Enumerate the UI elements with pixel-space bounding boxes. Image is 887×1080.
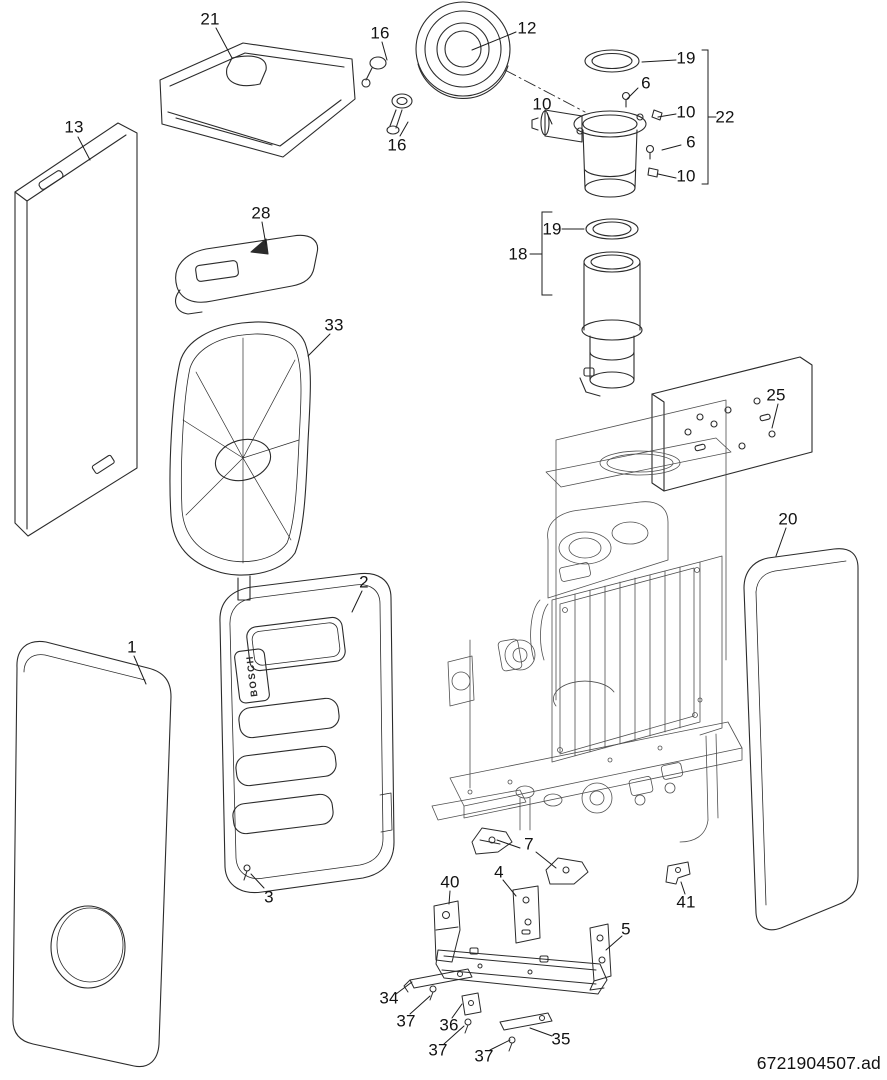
side-panel-left-drawing — [14, 122, 138, 537]
callout-21: 21 — [200, 9, 220, 29]
mounting-rail-drawing — [651, 356, 813, 492]
callout-41: 41 — [676, 892, 696, 912]
callout-13: 13 — [64, 117, 84, 137]
top-cover-drawing — [159, 42, 356, 158]
callout-40: 40 — [440, 872, 460, 892]
callout-10-b: 10 — [676, 102, 696, 122]
flue-adapter-drawing — [361, 1, 586, 135]
bottom-brackets-drawing — [403, 827, 691, 1052]
callout-leader-lines — [77, 27, 787, 1051]
callout-16-b: 16 — [387, 135, 407, 155]
callout-6-a: 6 — [641, 73, 651, 93]
callout-22: 22 — [715, 107, 735, 127]
document-id: 6721904507.ad — [756, 1053, 881, 1073]
flue-elbow-drawing — [531, 49, 663, 198]
callout-19-b: 19 — [542, 219, 562, 239]
boiler-core-drawing — [431, 399, 743, 843]
callout-12: 12 — [517, 18, 537, 38]
callout-35: 35 — [551, 1029, 571, 1049]
callout-3: 3 — [264, 887, 274, 907]
callout-10-a: 10 — [532, 94, 552, 114]
callout-37-c: 37 — [474, 1046, 494, 1066]
callout-1: 1 — [127, 637, 137, 657]
callout-10-c: 10 — [676, 166, 696, 186]
flue-pipe-drawing — [579, 218, 643, 397]
callout-4: 4 — [494, 862, 504, 882]
front-panel-drawing — [12, 640, 172, 1068]
insulation-panel-drawing — [169, 321, 311, 601]
front-casing-drawing — [219, 572, 395, 894]
callout-5: 5 — [621, 919, 631, 939]
callout-33: 33 — [324, 315, 344, 335]
callout-18: 18 — [508, 244, 528, 264]
callout-19-a: 19 — [676, 48, 696, 68]
callout-2: 2 — [359, 572, 369, 592]
callout-37-b: 37 — [428, 1040, 448, 1060]
callout-6-b: 6 — [686, 132, 696, 152]
callout-16-a: 16 — [370, 23, 390, 43]
bosch-logo-box — [234, 648, 270, 704]
control-bracket-drawing — [175, 234, 319, 315]
callout-20: 20 — [778, 509, 798, 529]
bosch-logo-text: BOSCH — [244, 655, 260, 698]
callout-36: 36 — [439, 1015, 459, 1035]
callout-7: 7 — [524, 834, 534, 854]
callout-28: 28 — [251, 203, 271, 223]
callout-25: 25 — [766, 385, 786, 405]
side-panel-right-drawing — [743, 548, 859, 931]
callout-37-a: 37 — [396, 1011, 416, 1031]
callout-34: 34 — [379, 988, 399, 1008]
